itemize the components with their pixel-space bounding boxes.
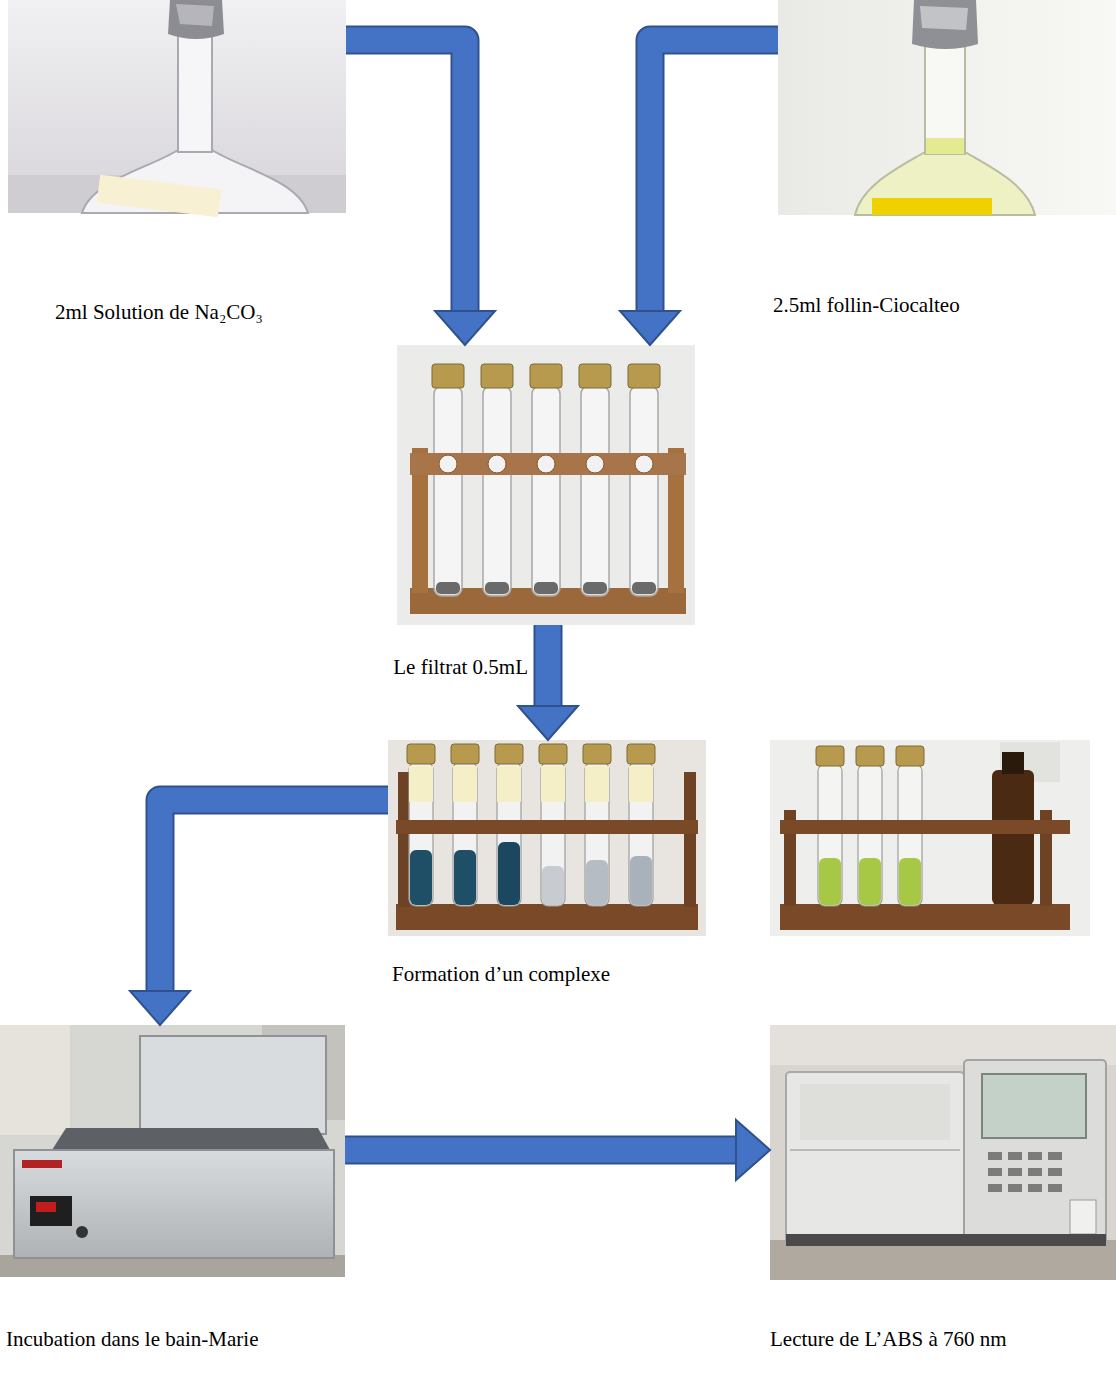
tube-rack-photo	[397, 345, 695, 625]
spectrophotometer-photo	[770, 1025, 1116, 1280]
flask-photo	[912, 0, 978, 49]
photo-step: 2ml Solution de Na₂CO₃	[8, 0, 346, 213]
spectrophotometer-photo	[790, 1149, 960, 1151]
complex-tubes-photo	[684, 772, 696, 907]
complex-tubes-photo	[398, 772, 410, 907]
arrow-head	[518, 706, 578, 740]
flask-photo	[872, 198, 992, 215]
photo-step: 2.5ml follin-Ciocalteo	[778, 0, 1116, 215]
complex-tubes-photo	[542, 866, 564, 905]
arrow-head	[620, 311, 680, 345]
spectrophotometer-photo	[1070, 1200, 1096, 1234]
water-bath-photo	[140, 1036, 326, 1134]
photo-step: Incubation dans le bain-Marie	[0, 1025, 345, 1277]
green-tubes-photo	[992, 770, 1034, 905]
water-bath-photo	[0, 1025, 70, 1135]
water-bath-photo	[52, 1128, 330, 1150]
block-arrow	[346, 40, 495, 345]
arrow-shaft	[346, 40, 465, 311]
flask-photo	[778, 0, 1116, 215]
flask-photo	[168, 0, 224, 39]
spectrophotometer-photo	[786, 1234, 1106, 1246]
arrow-head	[435, 311, 495, 345]
arrow-head	[736, 1120, 770, 1180]
water-bath-photo	[22, 1160, 62, 1168]
complex-tubes-photo	[396, 820, 698, 834]
water-bath-photo	[30, 1196, 72, 1226]
step-caption: Incubation dans le bain-Marie	[6, 1327, 259, 1352]
complex-tubes-photo	[454, 850, 476, 905]
complex-tubes-photo	[586, 860, 608, 905]
green-tubes-photo	[899, 858, 921, 905]
step-caption: 2.5ml follin-Ciocalteo	[773, 293, 960, 318]
photo-step: Le filtrat 0.5mL	[397, 345, 695, 625]
photo-step: Formation d’un complexe	[388, 740, 706, 936]
green-tubes-photo	[770, 740, 1090, 936]
flask-photo	[855, 152, 1035, 215]
complex-tubes-photo	[630, 856, 652, 905]
arrow-shaft	[536, 625, 561, 706]
arrow-shaft	[345, 1138, 736, 1163]
step-caption: Le filtrat 0.5mL	[393, 655, 528, 680]
arrow-head	[130, 991, 190, 1025]
green-tubes-photo	[780, 904, 1070, 930]
arrow-shaft-outline	[346, 40, 465, 311]
flask-photo	[178, 22, 212, 152]
complex-tubes-photo	[396, 904, 698, 930]
water-bath-photo	[14, 1150, 334, 1258]
arrow-shaft-outline	[345, 1136, 736, 1165]
green-tubes-photo	[770, 740, 1090, 936]
flask-photo	[778, 0, 1116, 215]
complex-tubes-photo	[388, 740, 706, 936]
arrow-shaft-outline	[534, 625, 563, 706]
spectrophotometer-photo	[964, 1060, 1106, 1244]
flask-photo	[97, 175, 222, 218]
step-caption: 2ml Solution de Na₂CO₃	[55, 300, 263, 325]
green-tubes-photo	[1002, 752, 1024, 774]
green-tubes-photo	[780, 820, 1070, 834]
green-tubes-photo	[859, 858, 881, 905]
photo-step: Lecture de L’ABS à 760 nm	[770, 1025, 1116, 1280]
spectrophotometer-photo	[786, 1072, 964, 1244]
green-tubes-photo	[819, 858, 841, 905]
complex-tubes-photo	[410, 850, 432, 905]
spectrophotometer-photo	[982, 1074, 1086, 1138]
water-bath-photo	[76, 1226, 88, 1238]
flask-photo	[8, 0, 346, 213]
water-bath-photo	[0, 1025, 345, 1277]
flask-photo	[926, 138, 964, 154]
block-arrow	[518, 625, 578, 740]
step-caption: Lecture de L’ABS à 760 nm	[770, 1327, 1007, 1352]
step-caption: Formation d’un complexe	[392, 962, 610, 987]
flask-photo	[176, 4, 214, 26]
arrow-shaft-outline	[650, 40, 778, 311]
flask-photo	[920, 6, 968, 30]
block-arrow	[130, 800, 388, 1025]
block-arrow	[345, 1120, 770, 1180]
arrow-shaft-outline	[160, 800, 388, 991]
arrow-shaft	[160, 800, 388, 991]
complex-tubes-photo	[498, 842, 520, 905]
flask-photo	[8, 0, 346, 217]
arrow-shaft	[650, 40, 778, 311]
tube-rack-photo	[410, 453, 686, 475]
block-arrow	[620, 40, 778, 345]
water-bath-photo	[36, 1202, 56, 1212]
water-bath-photo	[0, 1025, 345, 1277]
spectrophotometer-photo	[770, 1025, 1116, 1280]
spectrophotometer-photo	[800, 1084, 950, 1140]
complex-tubes-photo	[388, 740, 706, 936]
tube-rack-photo	[397, 345, 695, 625]
